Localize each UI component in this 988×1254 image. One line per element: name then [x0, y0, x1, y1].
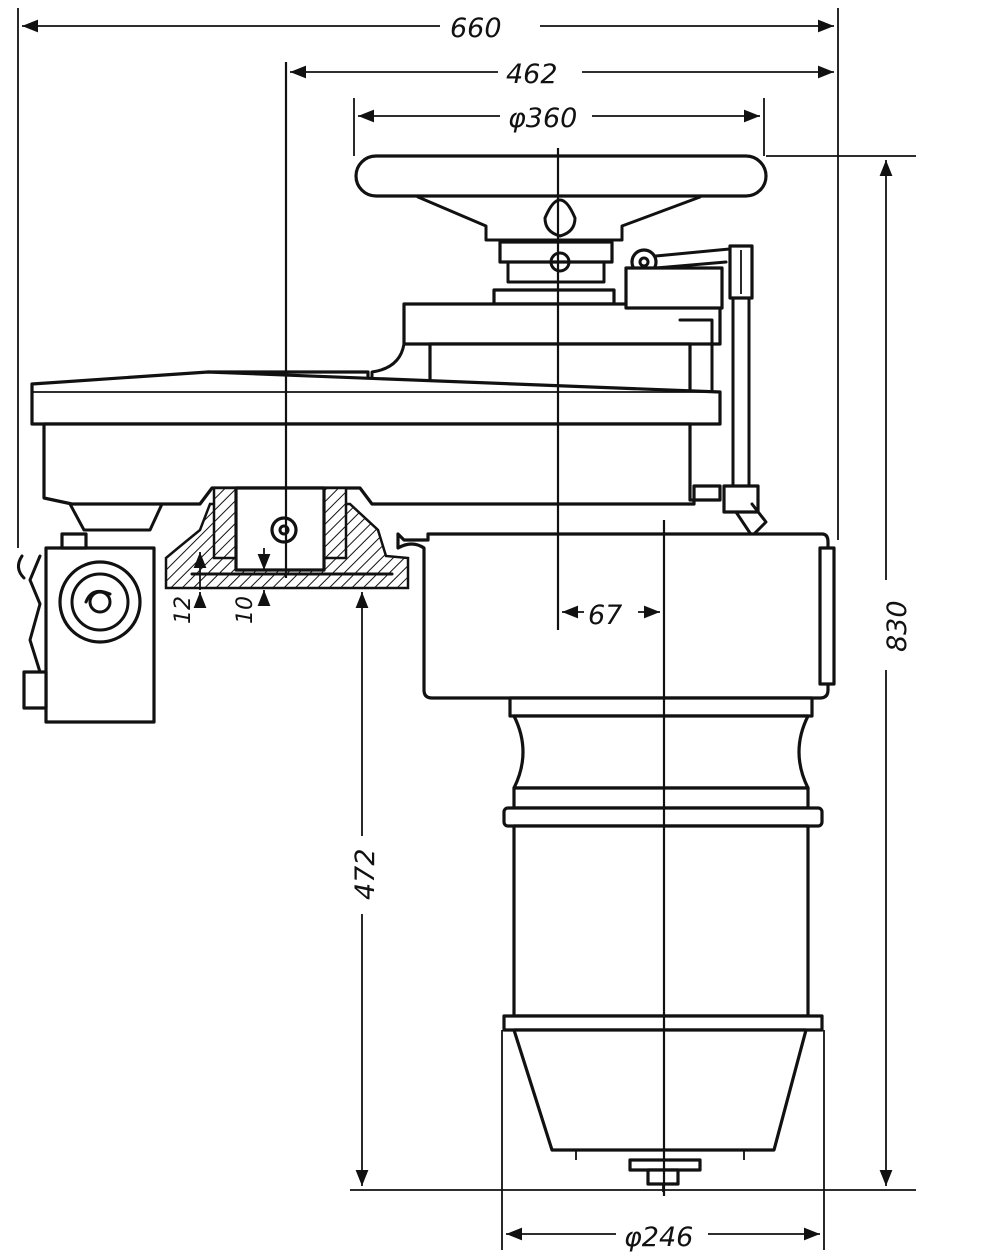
- dim-246-label: φ246: [624, 1222, 693, 1253]
- steering-wheel: [354, 154, 768, 284]
- main-flange: [30, 370, 722, 506]
- extension-lines: [17, 8, 916, 1250]
- center-lines: [284, 62, 666, 1196]
- motor-body: [502, 696, 824, 1192]
- dimension-labels: 660 462 φ360 830 472 67 12 10 φ246: [171, 13, 913, 1253]
- left-motor: [17, 502, 164, 724]
- dim-360-label: φ360: [508, 103, 577, 134]
- dim-12-label: 12: [171, 596, 196, 624]
- dim-660-label: 660: [450, 13, 502, 44]
- dim-67-label: 67: [588, 600, 622, 631]
- dim-472-label: 472: [350, 848, 381, 900]
- linkage: [624, 244, 768, 538]
- sectioned-mount: [164, 486, 410, 590]
- dim-10-label: 10: [233, 596, 258, 624]
- dimension-lines: [22, 19, 893, 1241]
- dim-830-label: 830: [882, 600, 913, 652]
- gearbox: [396, 532, 836, 700]
- dim-462-label: 462: [506, 59, 558, 90]
